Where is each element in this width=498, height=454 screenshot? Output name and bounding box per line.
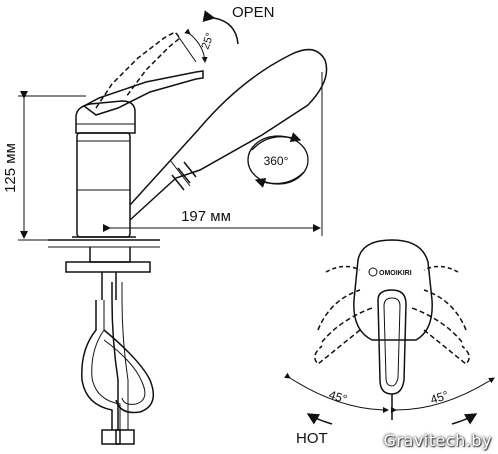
rotation-arc-dashed-left [325, 265, 361, 273]
lever-angle-indicator [177, 28, 208, 63]
hot-label: HOT [296, 430, 328, 447]
reach-label: 197 мм [181, 208, 231, 225]
open-arrow [202, 10, 239, 45]
mounting-shank [89, 247, 131, 263]
spout-joint [169, 159, 191, 187]
flex-hose-left-inner [91, 300, 121, 430]
lever-hot-position [314, 289, 373, 366]
faucet-body [76, 132, 131, 238]
side-view [48, 31, 328, 445]
top-view-lever [377, 289, 407, 395]
height-label: 125 мм [2, 143, 19, 193]
rotation-360-icon [247, 132, 309, 188]
pullout-hose-loop-inner [103, 339, 146, 405]
pullout-hose-loop [103, 329, 155, 414]
top-view-lever-inner [383, 297, 401, 387]
height-dimension [18, 91, 86, 241]
brand-label: OMOIKIRI [379, 270, 412, 277]
reach-dimension [103, 72, 323, 236]
cartridge-cap [75, 100, 136, 134]
watermark: Gravitech.by [383, 431, 492, 450]
spout-head [171, 161, 197, 191]
angle-45-indicators [284, 372, 495, 414]
rotation-label: 360° [264, 154, 289, 168]
rotation-arc-dashed-right [423, 265, 459, 273]
spout [129, 48, 328, 221]
hose-fitting-right [115, 429, 135, 445]
angle-45-left-label: 45° [327, 388, 349, 407]
lever-handle [82, 70, 204, 116]
open-label: OPEN [232, 4, 275, 21]
flex-hose-right [111, 282, 119, 430]
lever-angle-label: 25° [200, 31, 217, 51]
brand-logo-icon [368, 267, 378, 277]
flex-hose-left [81, 300, 113, 430]
lever-cold-position [411, 289, 470, 366]
flex-hose-right-inner [121, 282, 129, 430]
hot-arrow [306, 413, 333, 425]
lever-open-position [95, 31, 182, 109]
mounting-nut [65, 261, 151, 273]
hose-fitting-left [101, 429, 121, 445]
angle-45-right-label: 45° [429, 388, 451, 407]
top-view-base [353, 239, 433, 341]
cold-arrow [451, 413, 478, 425]
